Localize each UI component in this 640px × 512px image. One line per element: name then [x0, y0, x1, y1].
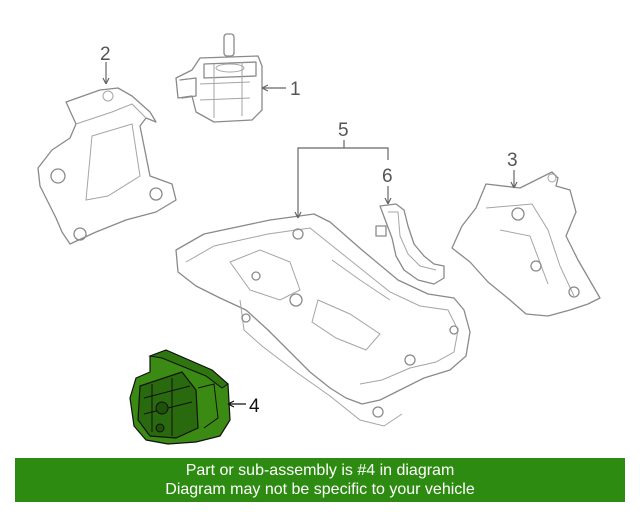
part-1-engine-mount[interactable]: [175, 33, 263, 123]
notice-line-1: Part or sub-assembly is #4 in diagram: [185, 462, 455, 479]
leader-2: [102, 62, 110, 85]
diagram-notice-banner: Part or sub-assembly is #4 in diagram Di…: [15, 458, 625, 502]
callout-6[interactable]: 6: [382, 166, 393, 187]
leader-5: [294, 140, 389, 219]
part-4-engine-mount-highlighted[interactable]: [129, 349, 231, 445]
part-3-mount-bracket[interactable]: [451, 171, 601, 317]
callout-4[interactable]: 4: [249, 396, 260, 417]
part-6-heat-shield[interactable]: [375, 203, 445, 285]
leader-1: [261, 84, 286, 92]
leader-3: [510, 170, 518, 189]
part-5-subframe[interactable]: [175, 213, 471, 427]
leader-6: [384, 186, 392, 205]
part-2-mount-bracket[interactable]: [37, 87, 177, 245]
leader-4: [227, 400, 246, 408]
callout-5[interactable]: 5: [338, 120, 349, 141]
callout-1[interactable]: 1: [290, 79, 301, 100]
callout-2[interactable]: 2: [100, 44, 111, 65]
notice-line-2: Diagram may not be specific to your vehi…: [165, 481, 475, 498]
callout-3[interactable]: 3: [507, 150, 518, 171]
